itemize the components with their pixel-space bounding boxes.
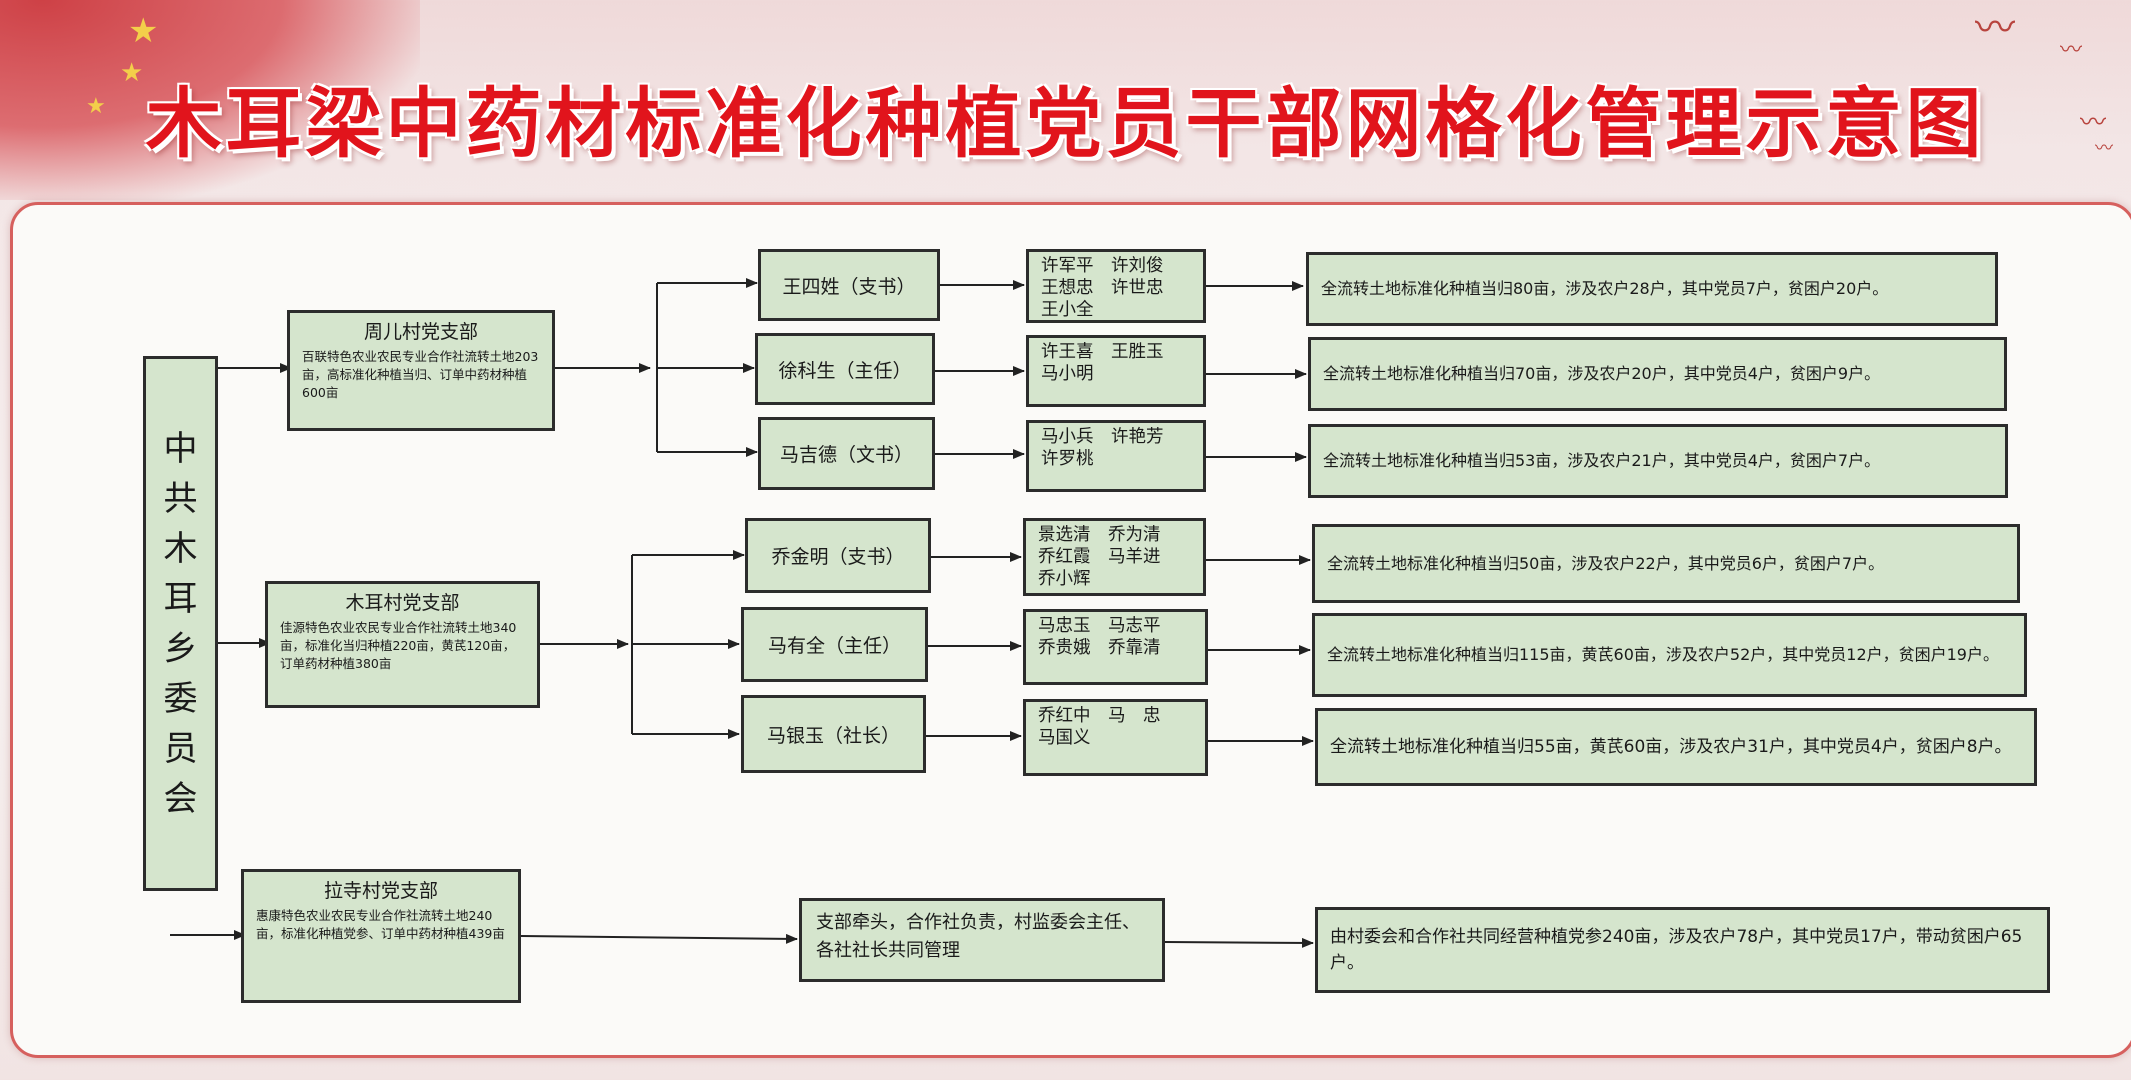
page-title: 木耳梁中药材标准化种植党员干部网格化管理示意图 [145, 79, 1986, 168]
stats-node: 由村委会和合作社共同经营种植党参240亩，涉及农户78户，其中党员17户，带动贫… [1315, 907, 2050, 993]
bird-icon: 〰 [2060, 38, 2083, 63]
members-node: 马小兵 许艳芳 许罗桃 [1026, 420, 1206, 492]
leader-node: 马银玉（社长） [741, 695, 926, 773]
root-label: 中共木耳乡委员会 [163, 428, 198, 819]
star-icon: ★ [120, 58, 144, 88]
leader-label: 徐科生（主任） [778, 359, 912, 382]
leader-label: 马银玉（社长） [766, 724, 900, 747]
members-node: 马忠玉 马志平 乔贵娥 乔靠清 [1023, 609, 1208, 685]
members-node: 景选清 乔为清 乔红霞 马羊进 乔小辉 [1023, 518, 1206, 596]
stats-node: 全流转土地标准化种植当归115亩，黄芪60亩，涉及农户52户，其中党员12户，贫… [1312, 613, 2027, 697]
leader-node: 徐科生（主任） [755, 333, 935, 405]
members-node: 乔红中 马 忠 马国义 [1023, 699, 1208, 776]
branch-node-muer: 木耳村党支部 佳源特色农业农民专业合作社流转土地340亩，标准化当归种植220亩… [265, 581, 540, 708]
star-icon: ★ [86, 94, 106, 119]
branch-name: 周儿村党支部 [363, 321, 478, 343]
stats-node: 全流转土地标准化种植当归50亩，涉及农户22户，其中党员6户，贫困户7户。 [1312, 524, 2020, 603]
branch-desc: 佳源特色农业农民专业合作社流转土地340亩，标准化当归种植220亩，黄芪120亩… [280, 620, 517, 671]
bird-icon: 〰 [2095, 138, 2113, 159]
bird-icon: 〰 [2080, 108, 2107, 138]
stats-node: 全流转土地标准化种植当归53亩，涉及农户21户，其中党员4户，贫困户7户。 [1308, 424, 2008, 498]
stats-node: 全流转土地标准化种植当归55亩，黄芪60亩，涉及农户31户，其中党员4户，贫困户… [1315, 708, 2037, 786]
members-node: 许王喜 王胜玉 马小明 [1026, 335, 1206, 407]
leader-node: 王四姓（支书） [758, 249, 940, 321]
branch-node-zhouer: 周儿村党支部 百联特色农业农民专业合作社流转土地203亩，高标准化种植当归、订单… [287, 310, 555, 431]
root-node: 中共木耳乡委员会 [143, 356, 218, 891]
management-node: 支部牵头，合作社负责，村监委会主任、各社社长共同管理 [799, 898, 1165, 982]
leader-label: 王四姓（支书） [782, 275, 916, 298]
leader-node: 乔金明（支书） [745, 518, 931, 593]
flag-decoration [0, 0, 420, 200]
leader-label: 马吉德（文书） [779, 444, 913, 466]
leader-label: 乔金明（支书） [771, 546, 905, 568]
branch-node-lasi: 拉寺村党支部 惠康特色农业农民专业合作社流转土地240亩，标准化种植党参、订单中… [241, 869, 521, 1003]
stats-node: 全流转土地标准化种植当归80亩，涉及农户28户，其中党员7户，贫困户20户。 [1306, 252, 1998, 326]
leader-label: 马有全（主任） [767, 635, 901, 657]
branch-name: 拉寺村党支部 [323, 880, 438, 902]
star-icon: ★ [128, 11, 159, 51]
branch-desc: 百联特色农业农民专业合作社流转土地203亩，高标准化种植当归、订单中药材种植60… [302, 349, 539, 400]
leader-node: 马吉德（文书） [758, 417, 935, 490]
leader-node: 马有全（主任） [741, 607, 928, 682]
bird-icon: 〰 [1975, 5, 2015, 51]
branch-name: 木耳村党支部 [345, 592, 460, 614]
members-node: 许军平 许刘俊 王想忠 许世忠 王小全 [1026, 249, 1206, 323]
branch-desc: 惠康特色农业农民专业合作社流转土地240亩，标准化种植党参、订单中药材种植439… [256, 908, 505, 941]
stats-node: 全流转土地标准化种植当归70亩，涉及农户20户，其中党员4户，贫困户9户。 [1308, 337, 2007, 411]
